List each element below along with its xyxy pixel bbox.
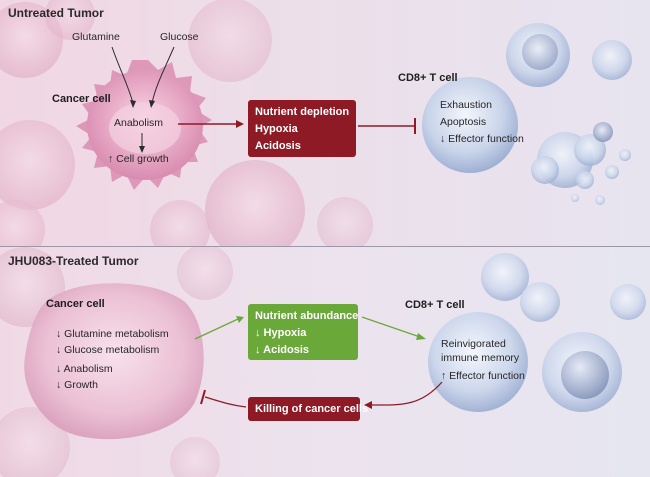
tcell-graphic (422, 23, 632, 205)
inhibit-line (204, 396, 247, 408)
bg-cell (177, 247, 233, 300)
killing-box: Killing of cancer cells (248, 397, 369, 421)
bg-cell (150, 200, 210, 246)
tcell-effect: ↑ Effector function (441, 370, 525, 382)
nutrient-depletion-box: Nutrient depletion Hypoxia Acidosis (248, 100, 356, 157)
bg-cell (45, 0, 95, 40)
bg-cell (0, 120, 75, 210)
treated-tcell-graphic (428, 253, 646, 412)
bg-cell (205, 160, 305, 246)
box-line: Acidosis (255, 140, 301, 152)
tcell-label: CD8+ T cell (405, 299, 465, 311)
cancer-effect: ↓ Growth (56, 379, 99, 391)
cancer-effect: ↓ Glucose metabolism (56, 344, 160, 356)
bg-cell (0, 407, 70, 477)
killing-arrow (369, 381, 443, 406)
treated-cancer-cell-graphic (24, 283, 204, 440)
glutamine-arrowhead (130, 100, 136, 108)
bg-cell (188, 0, 272, 82)
bg-cell (0, 200, 45, 246)
promote-arrow (194, 318, 239, 340)
killing-arrowhead (364, 401, 372, 409)
box-line: ↓ Hypoxia (255, 327, 307, 339)
cancer-effect: ↓ Glutamine metabolism (56, 328, 169, 340)
bg-cell (317, 197, 373, 246)
glucose-label: Glucose (160, 31, 199, 43)
panel-divider (0, 246, 650, 247)
cell-growth-label: ↑ Cell growth (108, 153, 169, 165)
glucose-arrow (151, 46, 175, 104)
box-line: ↓ Acidosis (255, 344, 309, 356)
cancer-cell-label: Cancer cell (46, 298, 105, 310)
tcell-effect: Reinvigorated (441, 338, 506, 350)
promote-arrowhead (416, 333, 426, 340)
tcell-effect: ↓ Effector function (440, 133, 524, 145)
panel-title-untreated: Untreated Tumor (8, 6, 104, 20)
tcell-effect: immune memory (441, 352, 520, 364)
untreated-panel: Untreated Tumor Glutamine Glucose Cancer… (0, 0, 650, 246)
glucose-arrowhead (149, 100, 155, 108)
tcell-effect: Exhaustion (440, 99, 492, 111)
bg-cell (170, 437, 220, 477)
inhibit-bar (200, 389, 206, 405)
promote-arrowhead (236, 120, 244, 128)
box-line: Killing of cancer cells (255, 403, 369, 415)
tcell-effect: Apoptosis (440, 116, 487, 128)
anabolism-label: Anabolism (114, 117, 164, 129)
panel-title-treated: JHU083-Treated Tumor (8, 254, 139, 268)
promote-arrow (361, 316, 421, 338)
treated-panel: JHU083-Treated Tumor Cancer cell ↓ Gluta… (0, 247, 650, 477)
promote-arrowhead (236, 316, 244, 323)
cancer-cell-label: Cancer cell (52, 93, 111, 105)
nutrient-abundance-box: Nutrient abundance ↓ Hypoxia ↓ Acidosis (248, 304, 358, 360)
treated-illustration (0, 247, 646, 477)
tcell-label: CD8+ T cell (398, 72, 458, 84)
glutamine-label: Glutamine (72, 31, 120, 43)
box-line: Hypoxia (255, 123, 298, 135)
glutamine-arrow (111, 46, 134, 104)
cancer-cell-graphic (76, 60, 212, 190)
box-line: Nutrient abundance (255, 310, 359, 322)
untreated-illustration (0, 0, 632, 246)
growth-arrowhead (139, 146, 145, 153)
cancer-effect: ↓ Anabolism (56, 363, 113, 375)
box-line: Nutrient depletion (255, 106, 350, 118)
